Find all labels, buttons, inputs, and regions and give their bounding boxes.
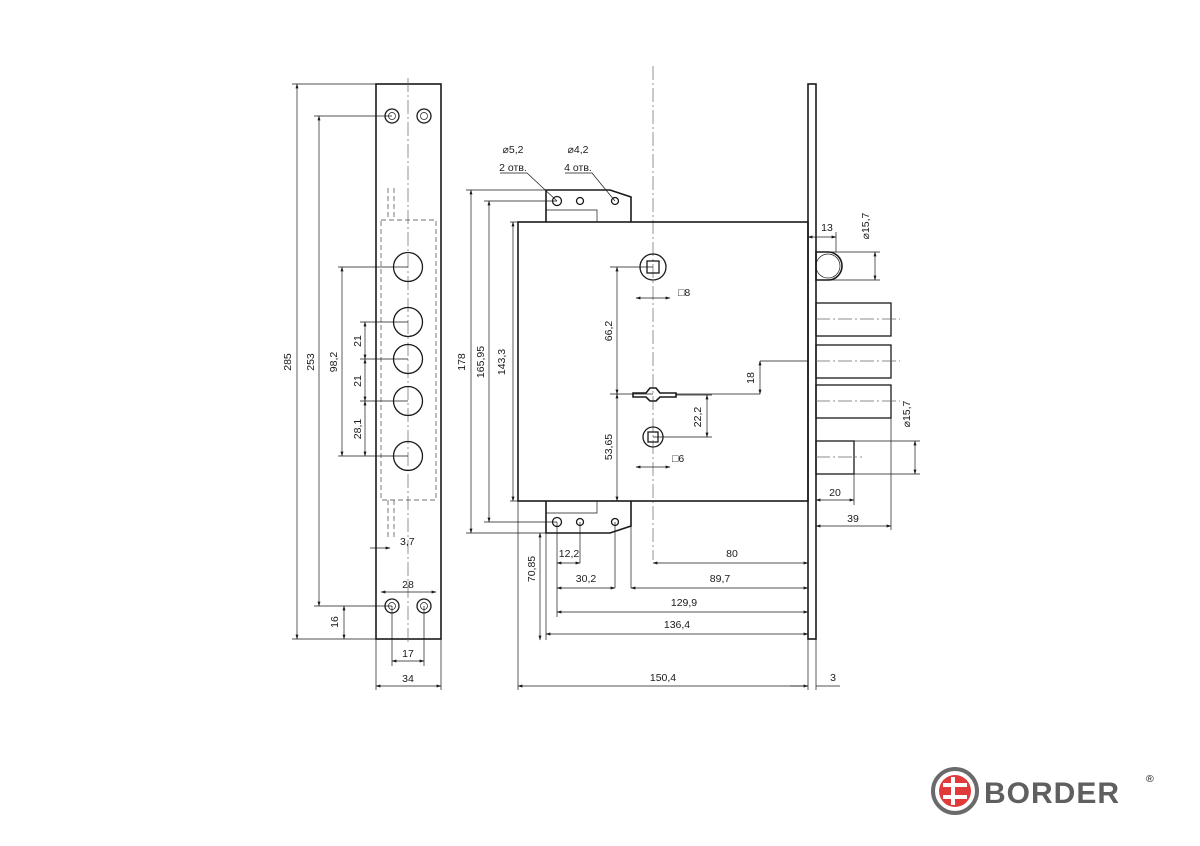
faceplate-outline — [375, 83, 442, 640]
brand-logo: BORDER ® — [931, 767, 1154, 815]
top-bracket — [545, 189, 632, 222]
dim-13: 13 — [821, 222, 833, 234]
bracket-holes — [551, 195, 620, 528]
dim-30-2: 30,2 — [576, 573, 597, 585]
dim-165-95: 165,95 — [475, 346, 487, 378]
dim-latch-diameter: ⌀15,7 — [860, 212, 872, 239]
brand-registered-mark: ® — [1146, 773, 1154, 785]
dim-bolt-diameter: ⌀15,7 — [901, 400, 913, 427]
dim-18: 18 — [745, 372, 757, 384]
dim-70-85: 70,85 — [526, 556, 538, 582]
dim-178: 178 — [456, 353, 468, 371]
dim-98-2: 98,2 — [328, 352, 340, 373]
dim-21-a: 21 — [352, 335, 364, 347]
dim-3-7: 3,7 — [400, 536, 415, 548]
dim-143-3: 143,3 — [496, 349, 508, 375]
deadbolts — [815, 302, 900, 475]
dim-28-1: 28,1 — [352, 419, 364, 440]
brand-emblem-icon — [931, 767, 979, 815]
dim-150-4: 150,4 — [650, 672, 676, 684]
dim-39: 39 — [847, 513, 859, 525]
dim-129-9: 129,9 — [671, 597, 697, 609]
callout-hole-b-count: 4 отв. — [564, 162, 592, 174]
dim-3: 3 — [830, 672, 836, 684]
dim-80: 80 — [726, 548, 738, 560]
faceplate-hidden-body — [380, 219, 437, 501]
dim-53-65: 53,65 — [603, 434, 615, 460]
brand-name: BORDER — [984, 777, 1120, 810]
dim-28: 28 — [402, 579, 414, 591]
dim-square-8: □8 — [678, 287, 690, 299]
callout-hole-b-size: ⌀4,2 — [568, 144, 589, 156]
bottom-bracket — [545, 501, 632, 534]
dim-285: 285 — [282, 353, 294, 371]
dim-12-2: 12,2 — [559, 548, 580, 560]
dim-253: 253 — [305, 353, 317, 371]
latch-bolt — [815, 251, 843, 281]
dim-16: 16 — [329, 616, 341, 628]
dim-21-b: 21 — [352, 375, 364, 387]
dim-17: 17 — [402, 648, 414, 660]
dim-89-7: 89,7 — [710, 573, 731, 585]
callout-hole-a-size: ⌀5,2 — [503, 144, 524, 156]
lock-case — [517, 221, 809, 502]
dim-22-2: 22,2 — [692, 407, 704, 428]
front-plate — [807, 83, 817, 640]
dim-66-2: 66,2 — [603, 321, 615, 342]
dim-20: 20 — [829, 487, 841, 499]
dim-square-6: □6 — [672, 453, 684, 465]
lock-body-view: ⌀5,2 2 отв. ⌀4,2 4 отв. 178 165,95 143,3… — [456, 66, 920, 690]
callout-hole-a-count: 2 отв. — [499, 162, 527, 174]
dim-136-4: 136,4 — [664, 619, 690, 631]
key-slot — [632, 387, 677, 402]
faceplate-view: 285 253 98,2 21 21 28,1 16 3,7 28 17 34 — [282, 78, 442, 690]
dim-34: 34 — [402, 673, 414, 685]
